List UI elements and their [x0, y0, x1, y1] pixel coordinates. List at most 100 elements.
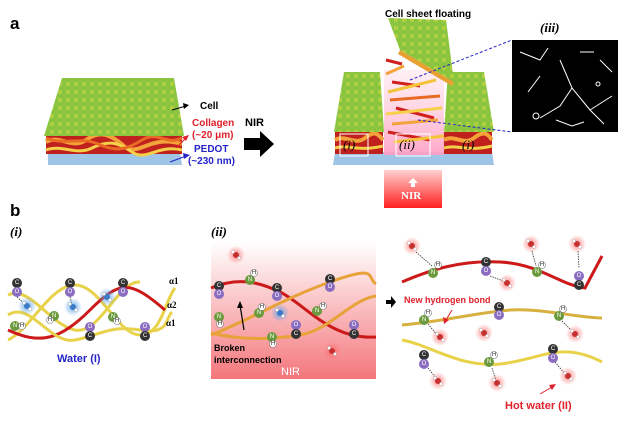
- label-region-i-right: (i): [462, 137, 475, 152]
- atom-symbol: C: [577, 282, 582, 288]
- new-bond-pointer-arrow: [445, 309, 453, 321]
- label-cell: Cell: [200, 101, 219, 112]
- atom-symbol: N: [217, 314, 221, 320]
- atom-symbol: N: [13, 323, 17, 329]
- carbon-atom: [349, 329, 359, 339]
- atom-symbol: H: [20, 323, 24, 329]
- nir-big-arrow: [244, 131, 274, 157]
- atom-symbol: O: [68, 289, 73, 295]
- label-hot-water-ii: Hot water (II): [505, 400, 572, 412]
- hydrogen-bond: [577, 250, 580, 269]
- atom-symbol: O: [217, 291, 222, 297]
- atom-symbol: O: [143, 324, 148, 330]
- nitrogen-atom: [267, 332, 277, 342]
- atom-symbol: C: [121, 280, 126, 286]
- oxygen-atom: [349, 320, 359, 330]
- atom-symbol: O: [275, 293, 280, 299]
- atom-symbol: H: [561, 306, 565, 312]
- atom-symbol: H: [48, 317, 52, 323]
- inset-connector-top: [409, 39, 513, 81]
- atom-symbol: O: [577, 273, 582, 279]
- atom-symbol: C: [15, 280, 20, 286]
- atom-symbol: O: [497, 312, 502, 318]
- hydrogen-atom: [216, 320, 224, 328]
- atom-symbol: N: [535, 269, 539, 275]
- nir-up-arrow-icon: [408, 178, 418, 187]
- label-collagen-thickness: (~20 μm): [192, 130, 234, 141]
- carbon-atom: [65, 278, 75, 288]
- atom-symbol: H: [321, 303, 325, 309]
- cell-sheet-right: [444, 72, 494, 132]
- region-box-ii: [395, 133, 431, 157]
- carbon-atom: [494, 302, 504, 312]
- label-region-ii: (ii): [399, 137, 415, 152]
- label-region-i-left: (i): [343, 137, 356, 152]
- broken-interconnection-arrow: [239, 304, 245, 331]
- carbon-atom: [574, 280, 584, 290]
- oxygen-atom: [118, 287, 128, 297]
- atom-symbol: N: [111, 314, 115, 320]
- carbon-atom: [85, 331, 95, 341]
- atom-symbol: C: [275, 285, 280, 291]
- atom-symbol: H: [540, 262, 544, 268]
- atom-symbol: O: [551, 355, 556, 361]
- oxygen-atom: [481, 266, 491, 276]
- nitrogen-atom: [484, 357, 494, 367]
- nitrogen-atom: [10, 321, 20, 331]
- label-sub-i: (i): [10, 224, 23, 239]
- atom-symbol: H: [252, 270, 256, 276]
- hydrogen-atom: [113, 317, 121, 325]
- carbon-atom: [291, 329, 301, 339]
- oxygen-atom: [574, 271, 584, 281]
- hydrogen-atom: [18, 322, 26, 330]
- atom-symbol: H: [260, 304, 264, 310]
- panel-a-letter: a: [10, 14, 20, 33]
- carbon-atom: [140, 331, 150, 341]
- atom-symbol: H: [271, 341, 275, 347]
- inset-connector-bottom: [417, 119, 513, 133]
- nitrogen-atom: [554, 311, 564, 321]
- atom-symbol: O: [422, 361, 427, 367]
- atom-symbol: O: [121, 289, 126, 295]
- atom-symbol: N: [52, 313, 56, 319]
- atom-symbol: N: [270, 334, 274, 340]
- label-cell-sheet-floating: Cell sheet floating: [385, 9, 472, 20]
- nitrogen-atom: [428, 268, 438, 278]
- hydrogen-bond: [531, 250, 537, 267]
- atom-symbol: O: [15, 289, 20, 295]
- substrate-right: [333, 152, 494, 165]
- hot-water-pointer-arrow: [539, 386, 553, 395]
- atom-symbol: N: [487, 359, 491, 365]
- nitrogen-atom: [245, 275, 255, 285]
- atom-symbol: N: [248, 277, 252, 283]
- label-broken-line1: Broken: [214, 343, 246, 353]
- atom-symbol: H: [218, 321, 222, 327]
- atom-symbol: C: [217, 283, 222, 289]
- hydrogen-atom: [490, 351, 498, 359]
- atom-symbol: N: [257, 310, 261, 316]
- label-chain-alpha1-top: α1: [169, 276, 179, 286]
- hydrogen-atom: [269, 340, 277, 348]
- atom-symbol: C: [328, 276, 333, 282]
- nitrogen-atom: [419, 315, 429, 325]
- label-sub-ii: (ii): [211, 224, 227, 239]
- atom-symbol: O: [352, 322, 357, 328]
- carbon-atom: [118, 278, 128, 288]
- hydrogen-bond: [415, 251, 433, 267]
- oxygen-atom: [291, 320, 301, 330]
- atom-symbol: H: [115, 318, 119, 324]
- hydrogen-atom: [46, 316, 54, 324]
- carbon-atom: [481, 257, 491, 267]
- label-inset-iii: (iii): [540, 20, 560, 35]
- panel-b-letter: b: [10, 201, 21, 220]
- hydrogen-atom: [559, 305, 567, 313]
- atom-symbol: C: [88, 333, 93, 339]
- carbon-atom: [12, 278, 22, 288]
- nitrogen-atom: [532, 267, 542, 277]
- atom-symbol: H: [426, 310, 430, 316]
- atom-symbol: C: [68, 280, 73, 286]
- label-chain-alpha2: α2: [167, 300, 177, 310]
- atom-symbol: H: [492, 352, 496, 358]
